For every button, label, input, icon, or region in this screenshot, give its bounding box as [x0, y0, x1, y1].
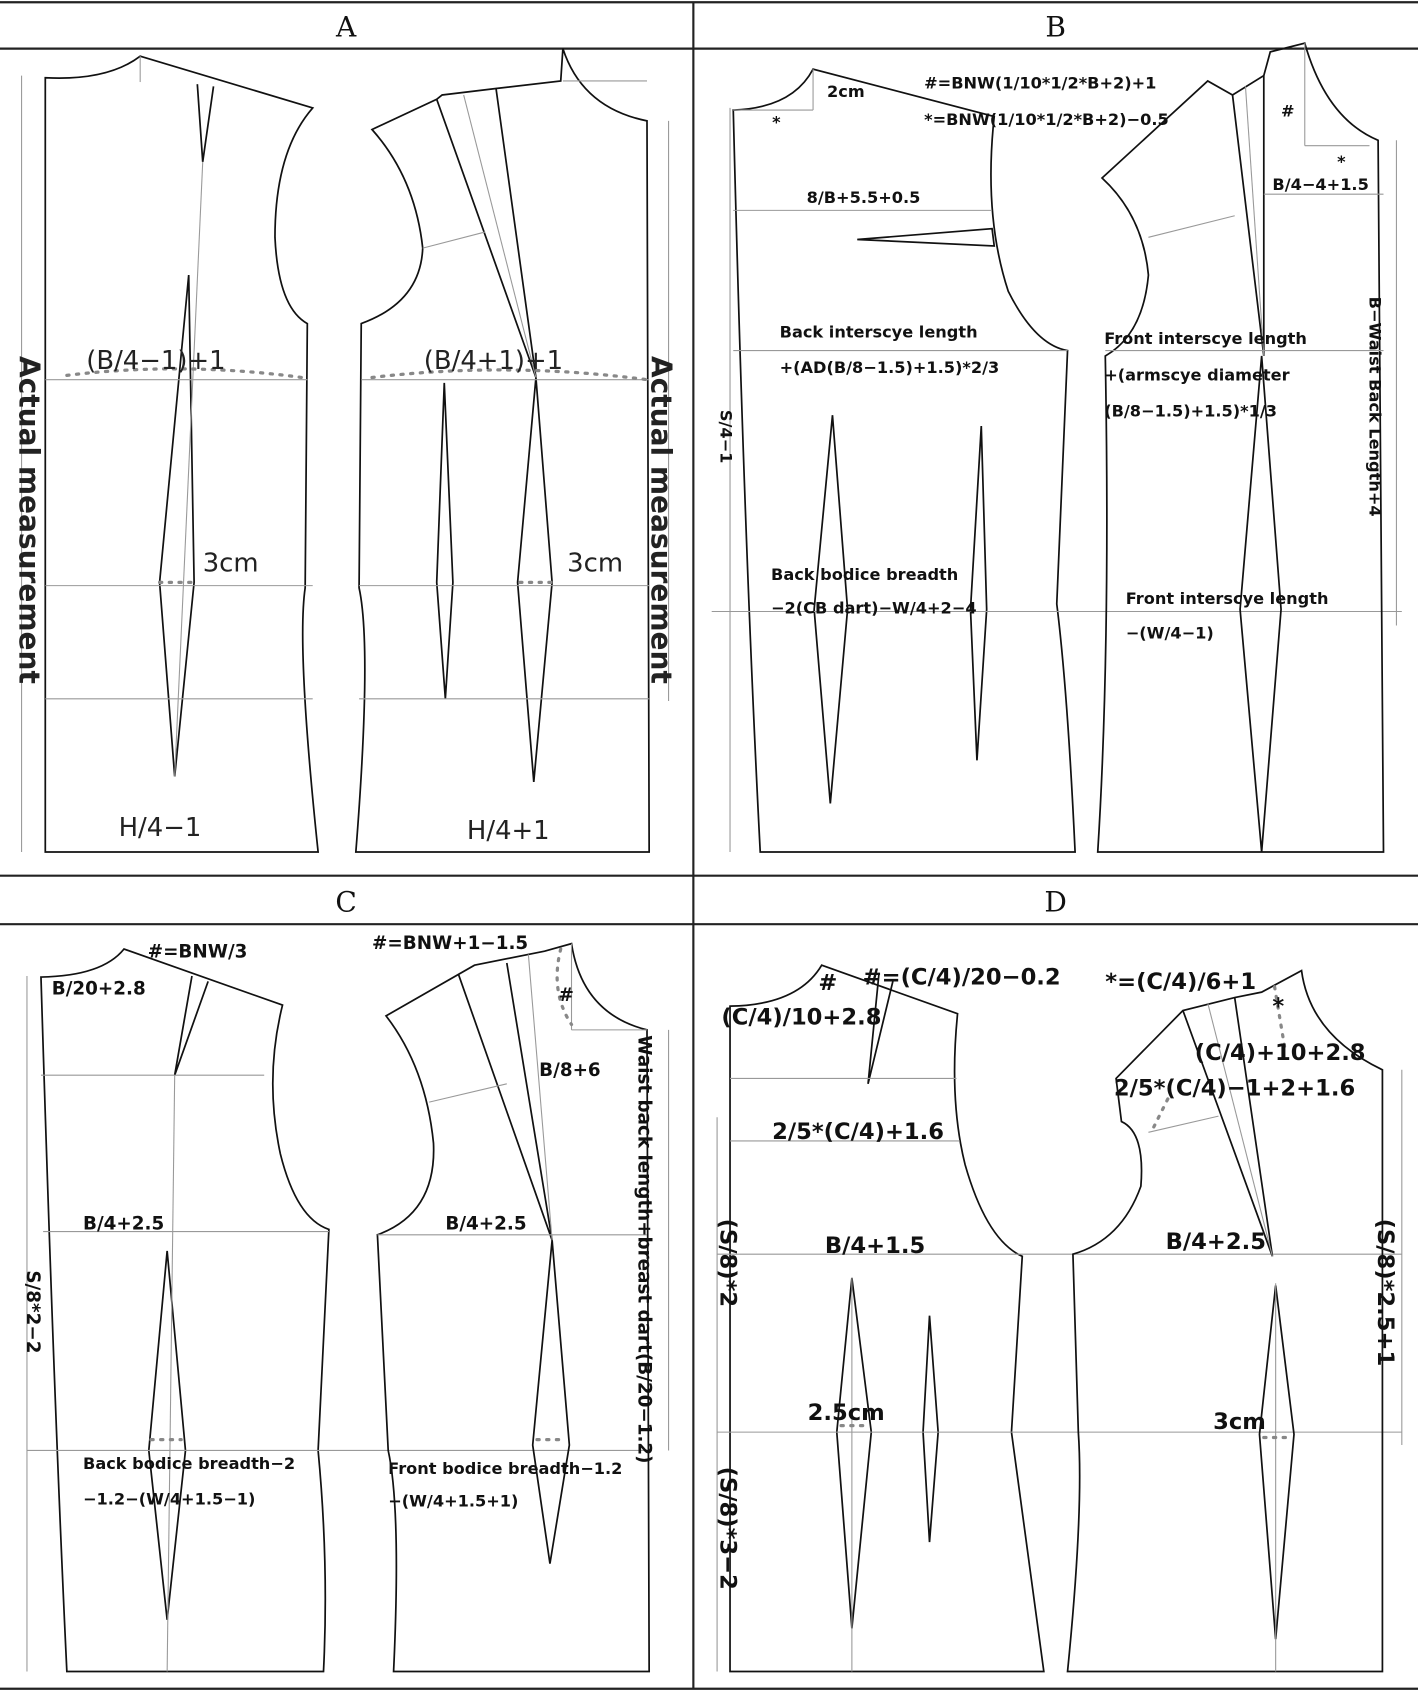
back-waist-dart-1 [835, 1277, 873, 1629]
back-shoulder-dart [173, 975, 209, 1076]
label-left-vertical: S/4−1 [716, 410, 735, 464]
back-waist-dart-2 [969, 425, 988, 761]
back-bodice-outline [729, 964, 1045, 1673]
label-front-interscye-3: (B/8−1.5)+1.5)*1/3 [1104, 401, 1277, 420]
label-star-front: * [1337, 152, 1346, 171]
label-hash-formula: #=BNW(1/10*1/2*B+2)+1 [924, 74, 1156, 93]
header-a: A [335, 11, 357, 44]
front-waist-dart [1258, 1285, 1295, 1640]
label-left-vertical-1: (S/8)*2 [714, 1219, 740, 1308]
front-side-dart [435, 382, 454, 699]
header-b: B [1045, 11, 1066, 44]
label-back-bodice-1: Back bodice breadth [771, 565, 958, 584]
label-right-vertical: (S/8)*2.5+1 [1372, 1219, 1398, 1367]
back-waist-dart-2 [922, 1315, 940, 1543]
label-star-mark: * [1272, 994, 1284, 1020]
front-bodice-outline [1096, 42, 1385, 853]
label-front-dart: 3cm [1213, 1409, 1266, 1435]
panel-d: # #=(C/4)/20−0.2 *=(C/4)/6+1 (C/4)/10+2.… [714, 964, 1403, 1673]
front-bodice-outline [376, 942, 651, 1673]
label-front-neck-formula: #=BNW+1−1.5 [372, 933, 528, 954]
panel-b: 2cm #=BNW(1/10*1/2*B+2)+1 *=BNW(1/10*1/2… [711, 42, 1402, 853]
label-star-formula: *=(C/4)/6+1 [1105, 969, 1256, 995]
back-neck-dart [857, 227, 996, 247]
label-hash-formula: #=(C/4)/20−0.2 [863, 965, 1061, 991]
back-shoulder-dart [867, 974, 894, 1085]
label-back-interscye-2: +(AD(B/8−1.5)+1.5)*2/3 [780, 358, 1000, 377]
back-bodice-outline [40, 948, 330, 1673]
label-right-vertical: B−Waist Back Length+4 [1365, 297, 1384, 517]
label-right-vertical: Actual measurement [644, 356, 677, 684]
label-back-dart: 2.5cm [808, 1400, 885, 1426]
label-front-bust: B/4+2.5 [1166, 1229, 1266, 1255]
label-back-interscye-1: Back interscye length [780, 323, 978, 342]
label-star-formula: *=BNW(1/10*1/2*B+2)−0.5 [924, 110, 1169, 129]
back-bodice-outline [44, 55, 320, 853]
front-waist-dart [531, 1240, 571, 1564]
front-shoulder-dart [1231, 75, 1265, 357]
label-front-bodice-1: Front bodice breadth−1.2 [388, 1459, 622, 1478]
front-waist-dart [516, 377, 553, 782]
label-left-vertical: S/8*2−2 [22, 1270, 43, 1353]
label-front-dart: 3cm [567, 549, 623, 579]
label-back-width: 8/B+5.5+0.5 [807, 188, 921, 207]
back-waist-dart [147, 1250, 187, 1620]
label-front-neck: B/4−4+1.5 [1272, 175, 1368, 194]
label-front-interscye-2: +(armscye diameter [1104, 366, 1289, 385]
label-star: * [772, 112, 781, 131]
label-front-width: B/8+6 [539, 1060, 601, 1081]
label-left-vertical: Actual measurement [12, 356, 45, 684]
back-bodice-outline [732, 68, 1076, 853]
label-front-interscye-1: Front interscye length [1104, 329, 1307, 348]
label-back-bust: B/4+1.5 [825, 1233, 925, 1259]
front-bodice-outline [1066, 969, 1384, 1673]
label-front-width: 2/5*(C/4)−1+2+1.6 [1114, 1076, 1355, 1102]
label-front-neck: (C/4)+10+2.8 [1195, 1040, 1366, 1066]
label-front-bust: B/4+2.5 [445, 1213, 526, 1234]
header-c: C [335, 885, 356, 918]
label-back-bust: (B/4−1)+1 [86, 346, 225, 376]
label-hash: # [1281, 102, 1295, 121]
front-shoulder-dart [435, 88, 537, 378]
label-back-dart: 3cm [203, 549, 259, 579]
label-back-neck-formula: #=BNW/3 [148, 942, 248, 963]
label-front-bust: (B/4+1)+1 [424, 346, 563, 376]
label-back-bodice-2: −2(CB dart)−W/4+2−4 [771, 599, 977, 618]
front-shoulder-dart [1182, 997, 1274, 1257]
front-shoulder-dart [457, 962, 553, 1241]
label-neck-2cm: 2cm [827, 82, 865, 101]
label-front-bodice-2: −(W/4+1.5+1) [388, 1492, 518, 1511]
label-back-bodice-2: −1.2−(W/4+1.5−1) [83, 1489, 255, 1508]
back-shoulder-dart [196, 84, 215, 162]
label-hash-mark: # [818, 970, 837, 996]
label-front-waist-1: Front interscye length [1126, 589, 1329, 608]
panel-c: #=BNW/3 B/20+2.8 #=BNW+1−1.5 # B/8+6 B/4… [22, 933, 670, 1673]
panel-a: (B/4−1)+1 (B/4+1)+1 3cm 3cm H/4−1 H/4+1 … [12, 48, 677, 853]
label-front-hip: H/4+1 [467, 816, 550, 846]
back-waist-dart-1 [813, 415, 849, 804]
front-bodice-outline [354, 48, 651, 853]
label-back-neck: (C/4)/10+2.8 [721, 1005, 881, 1031]
label-right-vertical: Waist back length+breast dart(B/20−1.2) [633, 1035, 654, 1463]
front-waist-dart [1239, 355, 1282, 853]
header-d: D [1044, 885, 1066, 918]
label-hash: # [559, 985, 574, 1006]
label-back-neck: B/20+2.8 [52, 978, 146, 999]
label-front-waist-2: −(W/4−1) [1126, 623, 1214, 642]
label-back-bodice-1: Back bodice breadth−2 [83, 1454, 295, 1473]
label-back-bust: B/4+2.5 [83, 1213, 164, 1234]
label-left-vertical-2: (S/8)*3−2 [714, 1467, 740, 1590]
label-back-hip: H/4−1 [119, 813, 202, 843]
label-back-width: 2/5*(C/4)+1.6 [772, 1119, 944, 1145]
